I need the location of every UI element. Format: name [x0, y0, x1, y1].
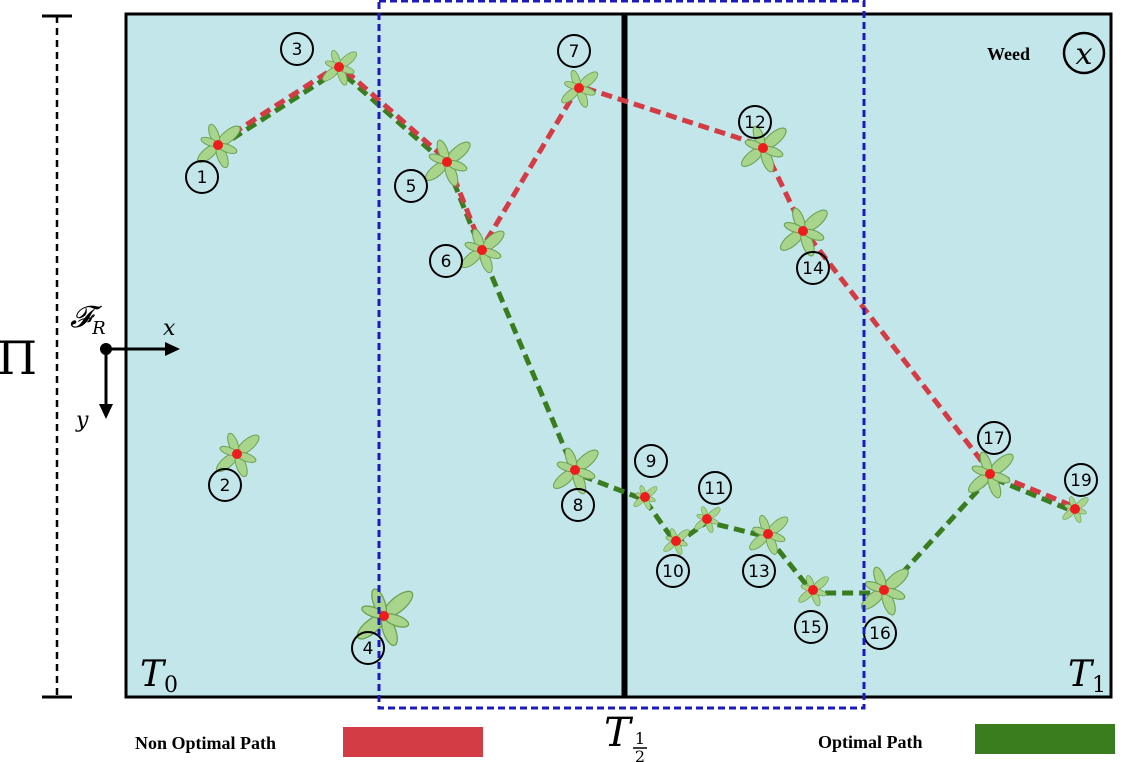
- weed-id-label: 6: [441, 252, 452, 272]
- window-t-half: [377, 0, 866, 710]
- weed-marker: [808, 585, 818, 595]
- weed-id-circle: [208, 468, 242, 502]
- weed-id-circle: [280, 32, 314, 66]
- weed-id-label: 13: [748, 562, 770, 582]
- weed-id-label: 17: [983, 429, 1005, 449]
- weed-marker: [671, 536, 681, 546]
- weed-17: 17: [967, 421, 1014, 499]
- weed-id-circle: [634, 444, 668, 478]
- weed-id-label: 1: [197, 168, 208, 188]
- weed-id-circle: [794, 610, 828, 644]
- weed-marker: [213, 140, 223, 150]
- robot-frame: [99, 342, 180, 419]
- legend-non-optimal-swatch: [343, 727, 483, 757]
- weed-marker: [798, 226, 808, 236]
- legend-optimal-swatch: [975, 724, 1115, 754]
- tile-t0-label: T0: [140, 654, 178, 698]
- weed-id-label: 3: [292, 40, 303, 60]
- svg-text:2: 2: [635, 747, 645, 762]
- weed-id-label: 19: [1070, 471, 1092, 491]
- weed-id-label: 7: [569, 42, 580, 62]
- weed-id-circle: [738, 105, 772, 139]
- weed-legend-circle: [1062, 31, 1106, 75]
- row-extent-bar: [42, 14, 72, 699]
- weed-id-circle: [977, 421, 1011, 455]
- weed-id-label: 9: [646, 452, 657, 472]
- weed-marker: [1070, 504, 1080, 514]
- weed-3: 3: [280, 32, 358, 86]
- weed-1: 1: [185, 123, 241, 194]
- weed-marker: [574, 83, 584, 93]
- weed-10: 10: [656, 528, 690, 588]
- weed-id-label: 5: [406, 177, 417, 197]
- weed-id-circle: [429, 244, 463, 278]
- weed-id-circle: [656, 554, 690, 588]
- tile-t1-label: T1: [1068, 654, 1106, 698]
- weed-marker: [379, 611, 389, 621]
- svg-text:1: 1: [635, 729, 645, 748]
- weed-marker: [442, 157, 452, 167]
- weed-legend-symbol: x: [1076, 37, 1093, 72]
- weed-id-circle: [351, 631, 385, 665]
- weed-marker: [334, 62, 344, 72]
- weed-marker: [477, 245, 487, 255]
- weed-legend-label: Weed: [987, 44, 1030, 64]
- weed-marker: [570, 465, 580, 475]
- weed-19: 19: [1062, 463, 1098, 523]
- weed-id-label: 14: [802, 259, 824, 279]
- weed-id-circle: [1064, 463, 1098, 497]
- weed-12: 12: [738, 105, 787, 173]
- weed-5: 5: [394, 139, 471, 203]
- weed-id-label: 16: [869, 624, 891, 644]
- weed-marker: [758, 143, 768, 153]
- weed-marker: [879, 585, 889, 595]
- weed-9: 9: [633, 444, 668, 510]
- weed-id-label: 10: [662, 562, 684, 582]
- weed-marker: [763, 529, 773, 539]
- weed-8: 8: [552, 447, 599, 522]
- x-axis-label: x: [163, 316, 176, 341]
- weed-plant-icon: [860, 566, 909, 616]
- weed-id-label: 11: [704, 479, 726, 499]
- legend-non-optimal-label: Non Optimal Path: [135, 733, 276, 753]
- weed-id-circle: [698, 471, 732, 505]
- weed-id-label: 2: [220, 476, 231, 496]
- frame-label: 𝓕R: [70, 300, 106, 339]
- window-label: T 1 2: [604, 710, 647, 762]
- row-symbol: Π: [0, 331, 37, 385]
- weed-id-label: 8: [573, 496, 584, 516]
- y-axis-arrow-icon: [99, 404, 113, 419]
- weed-id-circle: [185, 160, 219, 194]
- weed-id-circle: [561, 488, 595, 522]
- weed-2: 2: [208, 432, 260, 502]
- weed-marker: [640, 492, 650, 502]
- weed-11: 11: [694, 471, 732, 533]
- x-axis-arrow-icon: [165, 342, 180, 356]
- weed-14: 14: [779, 207, 830, 285]
- weed-id-label: 4: [363, 639, 374, 659]
- svg-text:T: T: [604, 710, 634, 756]
- weed-15: 15: [794, 575, 829, 644]
- legend-optimal-label: Optimal Path: [818, 732, 923, 752]
- weed-marker: [702, 514, 712, 524]
- weed-16: 16: [860, 566, 909, 650]
- weed-id-circle: [796, 251, 830, 285]
- weed-id-circle: [557, 34, 591, 68]
- weed-marker: [985, 469, 995, 479]
- weed-id-circle: [394, 169, 428, 203]
- weed-id-label: 15: [800, 618, 822, 638]
- weed-id-circle: [742, 554, 776, 588]
- weed-id-label: 12: [744, 113, 766, 133]
- weed-6: 6: [429, 228, 505, 278]
- weed-marker: [232, 449, 242, 459]
- weed-13: 13: [742, 514, 789, 588]
- weed-plant-icon: [424, 139, 471, 187]
- y-axis-label: y: [75, 408, 89, 433]
- weed-plant-icon: [779, 207, 828, 257]
- weed-7: 7: [557, 34, 599, 108]
